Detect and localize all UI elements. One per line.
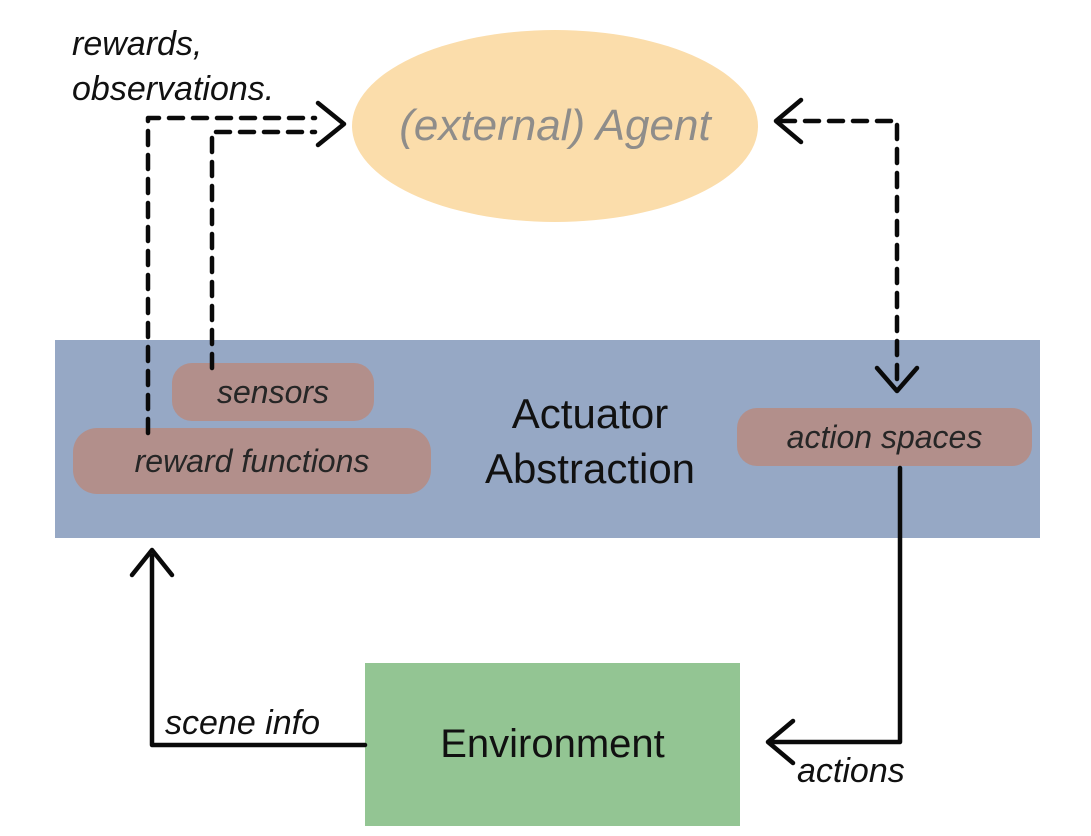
arrowhead-into-band	[129, 547, 175, 578]
external-agent-label: (external) Agent	[399, 101, 711, 150]
environment-label: Environment	[440, 722, 665, 766]
actuator-abstraction-title-line2: Abstraction	[484, 445, 696, 493]
actuator-abstraction-title: Actuator Abstraction	[430, 386, 750, 497]
reward-functions-pill: reward functions	[73, 428, 431, 494]
reward-functions-pill-label: reward functions	[134, 442, 370, 479]
rewards-observations-line2: observations.	[72, 69, 275, 108]
scene-info-label: scene info	[165, 704, 320, 742]
arrowhead-into-environment	[765, 718, 796, 766]
edge-observations-to-agent-line	[209, 129, 318, 371]
rewards-observations-label: rewards, observations.	[72, 22, 274, 112]
external-agent-node: (external) Agent	[352, 30, 758, 222]
arrowhead-into-agent-left	[315, 100, 347, 148]
sensors-pill-label: sensors	[216, 373, 330, 410]
action-spaces-pill: action spaces	[737, 408, 1032, 466]
arrowhead-into-agent-right	[773, 97, 804, 145]
action-spaces-pill-label: action spaces	[786, 418, 983, 455]
sensors-pill: sensors	[172, 363, 374, 421]
environment-node: Environment	[365, 663, 740, 826]
rewards-observations-line1: rewards,	[72, 25, 203, 63]
actuator-abstraction-title-line1: Actuator	[511, 390, 669, 437]
actions-label: actions	[797, 752, 905, 790]
